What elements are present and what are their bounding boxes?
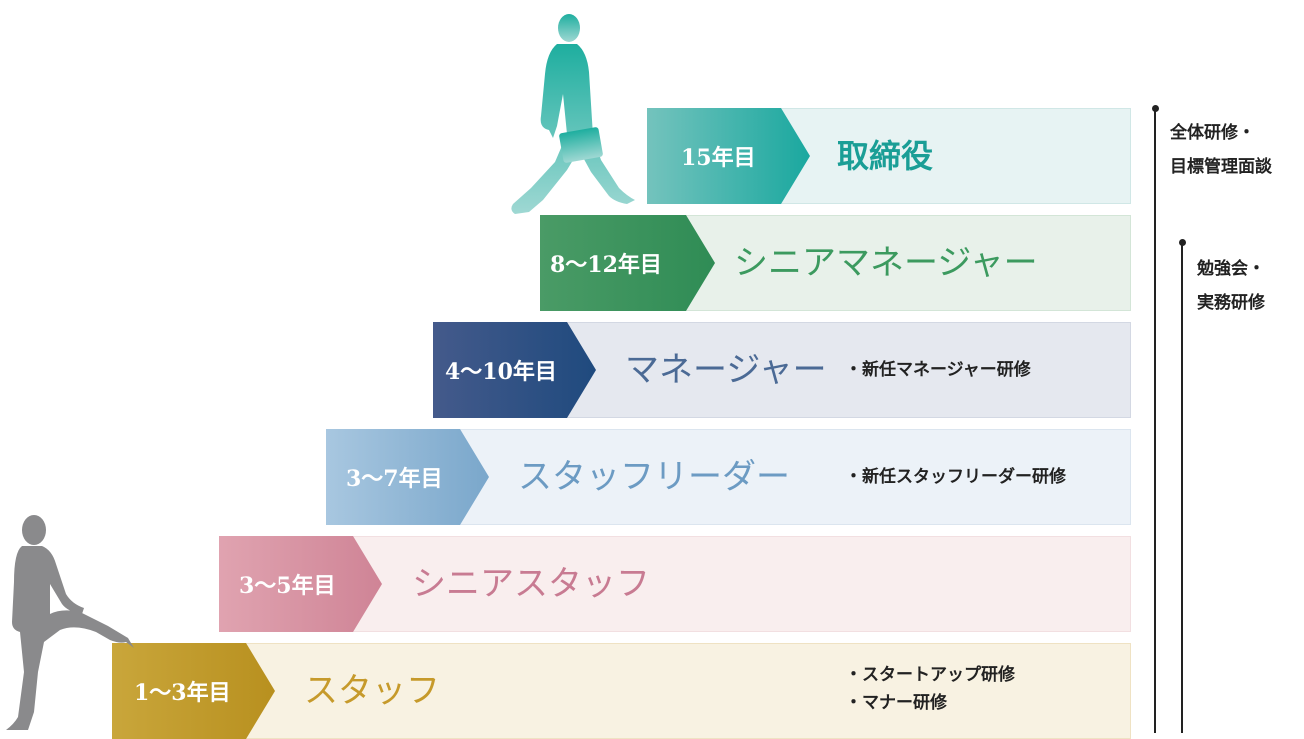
training-list: ・新任マネージャー研修 — [845, 356, 1031, 384]
walking-person-start-icon — [6, 515, 134, 730]
walking-person-top-icon — [511, 14, 635, 214]
training-item: ・スタートアップ研修 — [845, 665, 1015, 685]
timeline-line — [1181, 242, 1183, 733]
step-title: 取締役 — [837, 137, 934, 175]
timeline-line — [1154, 108, 1156, 733]
years-badge: 1〜3年目 — [112, 643, 275, 739]
career-step-director: 15年目 取締役 — [647, 108, 1131, 204]
career-step-staff-leader: 3〜7年目 スタッフリーダー ・新任スタッフリーダー研修 — [326, 429, 1131, 525]
years-badge: 3〜5年目 — [219, 536, 382, 632]
step-title: マネージャー — [625, 350, 827, 390]
years-badge: 8〜12年目 — [540, 215, 715, 311]
step-background — [112, 643, 1131, 739]
step-title: シニアマネージャー — [734, 243, 1038, 283]
program-label-study: 勉強会・ 実務研修 — [1197, 259, 1265, 313]
career-step-senior-manager: 8〜12年目 シニアマネージャー — [540, 215, 1131, 311]
career-step-senior-staff: 3〜5年目 シニアスタッフ — [219, 536, 1131, 632]
step-title: スタッフリーダー — [518, 457, 790, 497]
years-badge: 15年目 — [647, 108, 810, 204]
training-list: ・スタートアップ研修 ・マナー研修 — [845, 661, 1015, 717]
training-item: ・マナー研修 — [845, 693, 947, 713]
career-step-staff: 1〜3年目 スタッフ ・スタートアップ研修 ・マナー研修 — [112, 643, 1131, 739]
training-item: ・新任スタッフリーダー研修 — [845, 467, 1066, 487]
step-title: スタッフ — [304, 671, 440, 711]
training-list: ・新任スタッフリーダー研修 — [845, 463, 1066, 491]
years-badge: 3〜7年目 — [326, 429, 489, 525]
step-title: シニアスタッフ — [412, 564, 650, 604]
years-badge: 4〜10年目 — [433, 322, 596, 418]
program-label-general: 全体研修・ 目標管理面談 — [1170, 123, 1272, 177]
training-item: ・新任マネージャー研修 — [845, 360, 1031, 380]
career-step-manager: 4〜10年目 マネージャー ・新任マネージャー研修 — [433, 322, 1131, 418]
